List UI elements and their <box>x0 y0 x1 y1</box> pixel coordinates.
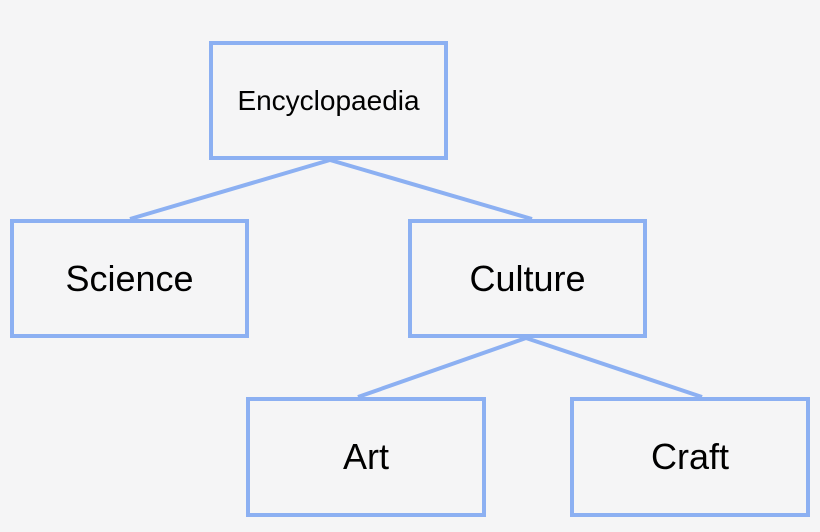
edge-encyclopaedia-science <box>129 158 331 221</box>
node-label-science: Science <box>65 257 194 299</box>
node-label-craft: Craft <box>650 436 729 477</box>
node-art: Art <box>246 397 486 517</box>
edge-encyclopaedia-culture <box>329 158 533 221</box>
node-science: Science <box>10 219 249 338</box>
edge-culture-art <box>357 336 527 399</box>
edge-culture-craft <box>525 336 703 399</box>
node-culture: Culture <box>408 219 647 338</box>
node-label-culture: Culture <box>469 257 586 299</box>
node-encyclopaedia: Encyclopaedia <box>209 41 448 160</box>
node-label-encyclopaedia: Encyclopaedia <box>237 84 420 116</box>
node-craft: Craft <box>570 397 810 517</box>
node-label-art: Art <box>342 436 389 477</box>
